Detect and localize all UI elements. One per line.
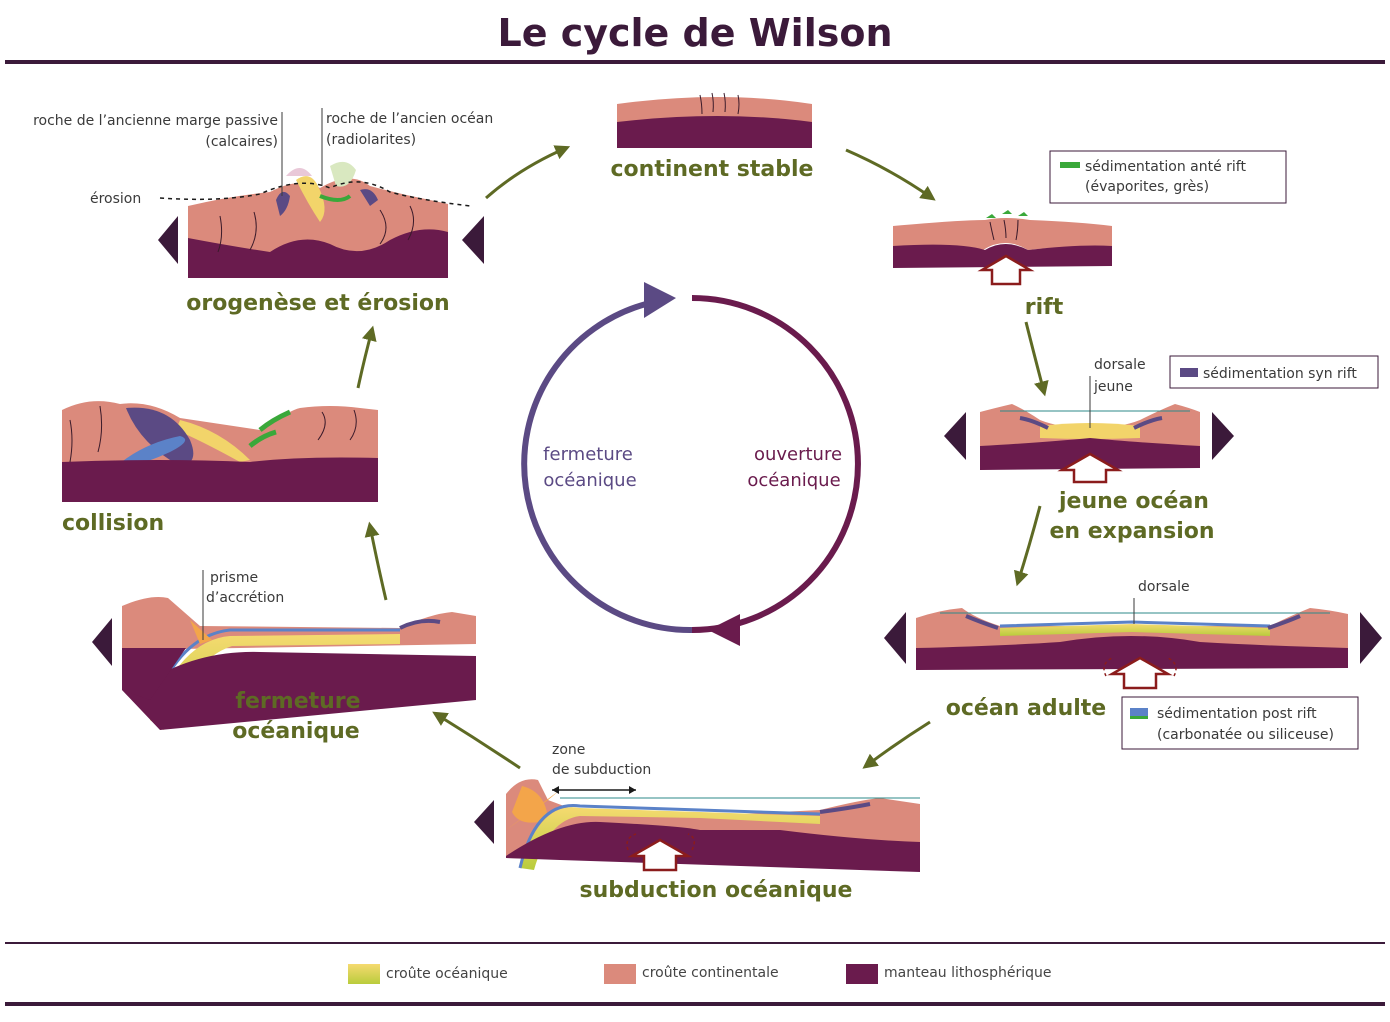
post-rift-text-2: (carbonatée ou siliceuse)	[1157, 727, 1334, 743]
label-continent-stable: continent stable	[611, 157, 814, 182]
legend: croûte océanique croûte continentale man…	[348, 964, 1052, 984]
label-jeune-ocean-1: jeune océan	[1058, 489, 1209, 514]
continent-stable-block	[617, 92, 812, 148]
legend-divider-bottom	[5, 1002, 1385, 1006]
closing-block	[92, 597, 476, 730]
ante-rift-box: sédimentation anté rift (évaporites, grè…	[1049, 150, 1287, 204]
label-collision: collision	[62, 511, 164, 536]
title-divider	[5, 60, 1385, 64]
legend-mantle: manteau lithosphérique	[884, 965, 1052, 981]
legend-swatch-oceanic	[348, 964, 380, 984]
label-dorsale: dorsale	[1138, 579, 1190, 595]
label-subduction: subduction océanique	[580, 878, 853, 903]
label-fermeture-2: océanique	[232, 719, 359, 744]
label-dorsale-jeune-2: jeune	[1093, 379, 1133, 395]
young-ocean-block	[944, 404, 1234, 484]
label-ocean-adulte: océan adulte	[946, 696, 1106, 721]
central-cycle: fermeture océanique ouverture océanique	[521, 282, 861, 646]
post-rift-text-1: sédimentation post rift	[1157, 706, 1317, 722]
page-title: Le cycle de Wilson	[497, 11, 892, 55]
label-ancien-ocean-2: (radiolarites)	[326, 132, 416, 148]
syn-rift-text: sédimentation syn rift	[1203, 366, 1357, 382]
cycle-left-1: fermeture	[543, 444, 633, 465]
orogeny-block	[158, 161, 484, 278]
label-marge-2: (calcaires)	[205, 134, 278, 150]
collision-block	[62, 401, 378, 502]
legend-swatch-mantle	[846, 964, 878, 984]
ante-rift-text-1: sédimentation anté rift	[1085, 159, 1246, 175]
cycle-right-1: ouverture	[754, 444, 842, 465]
label-ancien-ocean-1: roche de l’ancien océan	[326, 111, 493, 127]
subduction-block	[474, 779, 920, 872]
ante-rift-text-2: (évaporites, grès)	[1085, 179, 1209, 195]
cycle-right-2: océanique	[747, 470, 840, 491]
label-dorsale-jeune-1: dorsale	[1094, 357, 1146, 373]
syn-rift-box: sédimentation syn rift	[1169, 355, 1379, 389]
label-orogenese: orogenèse et érosion	[186, 291, 449, 316]
legend-oceanic: croûte océanique	[386, 966, 508, 982]
rift-block	[893, 210, 1112, 286]
cycle-arrows	[356, 145, 1049, 770]
label-fermeture-1: fermeture	[235, 689, 360, 714]
label-rift: rift	[1025, 295, 1064, 320]
cycle-arrowhead-opening	[708, 614, 740, 646]
adult-ocean-block	[884, 608, 1382, 690]
label-erosion: érosion	[90, 191, 141, 207]
label-prisme-2: d’accrétion	[206, 590, 284, 606]
label-jeune-ocean-2: en expansion	[1049, 519, 1214, 544]
label-marge-1: roche de l’ancienne marge passive	[33, 113, 278, 129]
label-zone-2: de subduction	[552, 762, 651, 778]
label-zone-1: zone	[552, 742, 585, 758]
legend-continental: croûte continentale	[642, 965, 779, 981]
legend-divider-top	[5, 942, 1385, 944]
legend-swatch-continental	[604, 964, 636, 984]
cycle-left-2: océanique	[543, 470, 636, 491]
label-prisme-1: prisme	[210, 570, 258, 586]
cycle-arrowhead-closing	[644, 282, 676, 318]
post-rift-box: sédimentation post rift (carbonatée ou s…	[1121, 696, 1359, 750]
